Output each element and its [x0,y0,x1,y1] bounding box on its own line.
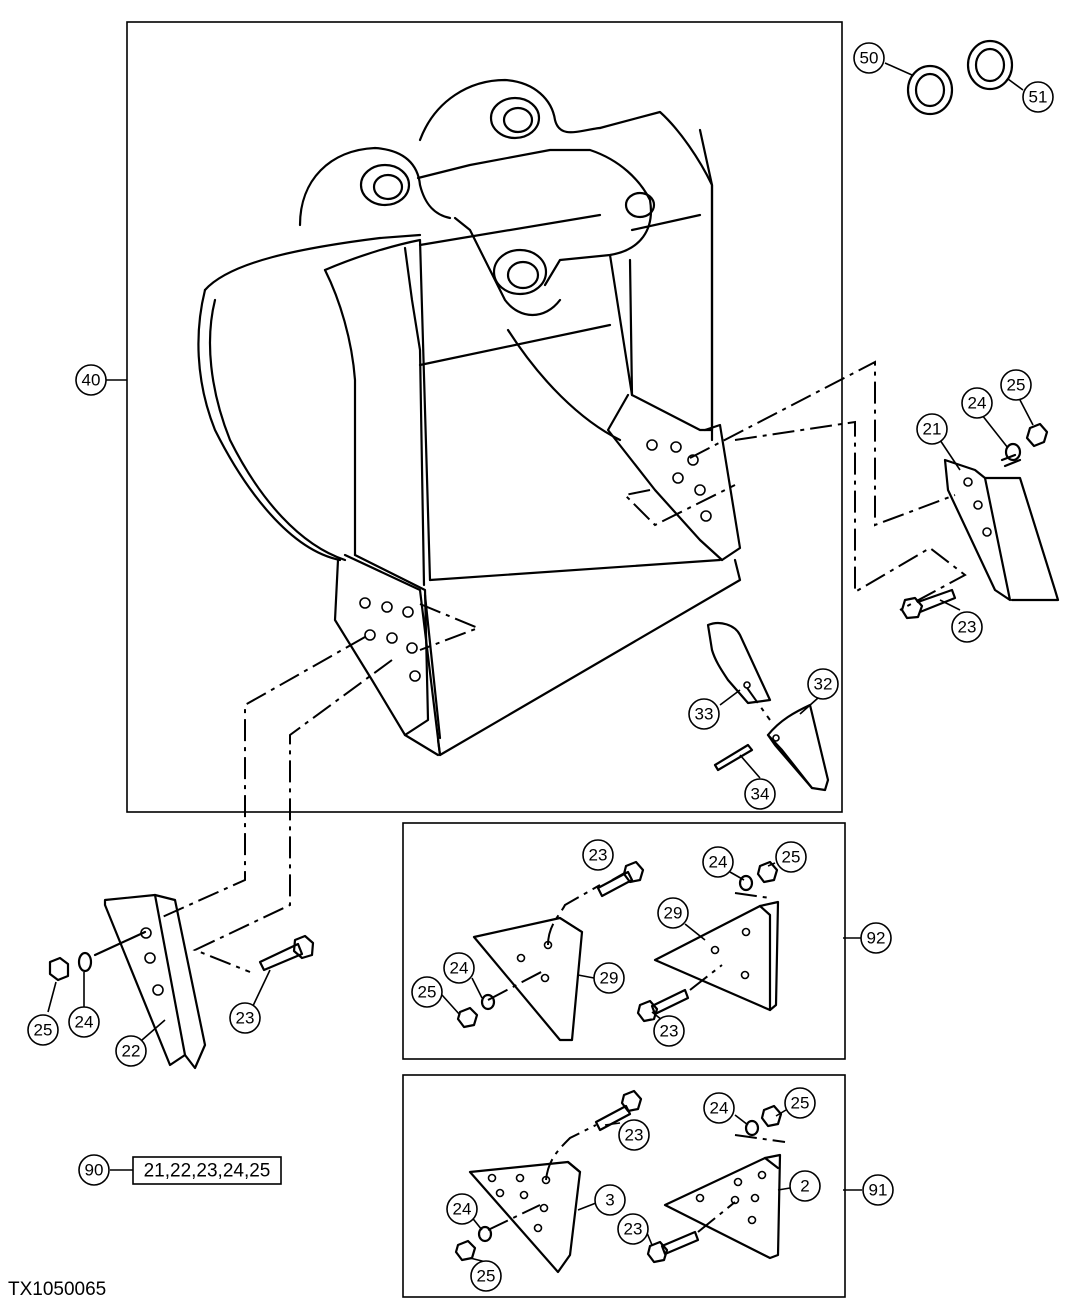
svg-text:23: 23 [236,1009,255,1028]
callout-51: 51 [1022,81,1054,113]
svg-text:24: 24 [453,1200,472,1219]
svg-text:34: 34 [751,785,770,804]
callout-25-right: 25 [1000,369,1032,401]
svg-text:21: 21 [923,420,942,439]
kit-91-parts [454,1089,786,1274]
svg-text:40: 40 [82,371,101,390]
callout-24-right: 24 [961,387,993,419]
svg-text:23: 23 [660,1022,679,1041]
part-22-side-cutter [48,893,207,1070]
tooth-assembly [706,621,830,792]
callout-3: 3 [594,1184,626,1216]
svg-text:51: 51 [1029,88,1048,107]
svg-text:91: 91 [869,1181,888,1200]
callout-23-right: 23 [951,611,983,643]
callout-23-kit92-bottom: 23 [653,1015,685,1047]
callout-32: 32 [807,668,839,700]
kit-91-frame [402,1074,846,1298]
kit-90-parts-box: 21,22,23,24,25 [132,1156,282,1185]
bolt-23-right [900,588,957,620]
svg-text:24: 24 [75,1013,94,1032]
callout-50: 50 [853,42,885,74]
callout-25-kit91-top: 25 [784,1087,816,1119]
svg-text:22: 22 [122,1042,141,1061]
svg-text:23: 23 [958,618,977,637]
svg-text:25: 25 [1007,376,1026,395]
callout-22: 22 [115,1035,147,1067]
callout-23-kit91-bottom: 23 [617,1213,649,1245]
svg-text:25: 25 [34,1021,53,1040]
kit-92-parts [456,860,780,1042]
callout-24-kit92-top: 24 [702,846,734,878]
svg-text:50: 50 [860,49,879,68]
callout-29-kit92-right: 29 [657,897,689,929]
svg-text:21,22,23,24,25: 21,22,23,24,25 [144,1161,271,1182]
callout-29-kit92-left: 29 [593,962,625,994]
svg-text:24: 24 [709,853,728,872]
svg-text:23: 23 [589,846,608,865]
washer-51 [966,39,1014,91]
svg-text:23: 23 [624,1220,643,1239]
callout-34: 34 [744,778,776,810]
svg-text:29: 29 [664,904,683,923]
callout-24-left: 24 [68,1006,100,1038]
svg-text:24: 24 [968,394,987,413]
callout-25-kit91-left: 25 [470,1260,502,1292]
callout-33: 33 [688,698,720,730]
callout-25-kit92-left: 25 [411,976,443,1008]
callout-90: 90 [78,1154,110,1186]
callout-25-left: 25 [27,1014,59,1046]
callout-24-kit91-left: 24 [446,1193,478,1225]
svg-text:24: 24 [450,959,469,978]
washer-50 [906,64,954,116]
callout-92: 92 [860,922,892,954]
callout-24-kit92-left: 24 [443,952,475,984]
svg-text:3: 3 [605,1191,614,1210]
bolt-23-left [258,934,315,972]
svg-text:29: 29 [600,969,619,988]
callout-24-kit91-top: 24 [703,1092,735,1124]
callout-leaders [47,62,1034,1263]
kit-92-frame [402,822,846,1060]
svg-text:25: 25 [477,1267,496,1286]
callout-40: 40 [75,364,107,396]
svg-text:25: 25 [791,1094,810,1113]
callout-23-left: 23 [229,1002,261,1034]
callout-2: 2 [789,1170,821,1202]
callout-23-kit91-top: 23 [618,1119,650,1151]
figure-id: TX1050065 [8,1279,106,1300]
svg-text:92: 92 [867,929,886,948]
svg-text:23: 23 [625,1126,644,1145]
svg-text:33: 33 [695,705,714,724]
callout-21: 21 [916,413,948,445]
callout-91: 91 [862,1174,894,1206]
bucket-drawing [197,78,742,757]
callout-23-kit92-top: 23 [582,839,614,871]
part-21-side-cutter [943,422,1060,602]
svg-text:25: 25 [782,848,801,867]
svg-text:25: 25 [418,983,437,1002]
svg-text:32: 32 [814,675,833,694]
svg-text:24: 24 [710,1099,729,1118]
leader-lines [159,360,967,973]
bucket-assembly-frame [126,21,843,813]
svg-text:2: 2 [800,1177,809,1196]
svg-text:90: 90 [85,1161,104,1180]
callout-25-kit92-top: 25 [775,841,807,873]
